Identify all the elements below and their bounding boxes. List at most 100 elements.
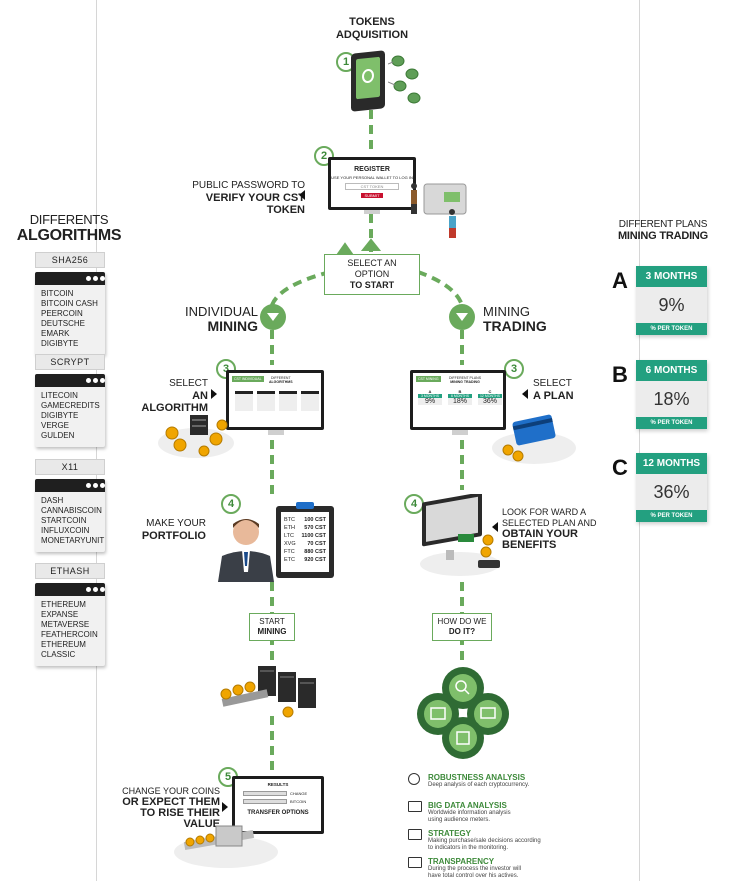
results-option-2-label: BITCOIN — [290, 799, 307, 804]
magnifier-check-icon — [408, 773, 420, 785]
plan-card-a[interactable]: 3 MONTHS 9% % PER TOKEN — [636, 266, 707, 335]
arrow-up-icon-2 — [360, 238, 382, 251]
feature-title: BIG DATA ANALYSIS — [428, 801, 507, 810]
plan-b-letter: B — [612, 362, 628, 387]
mini-plan-a: A 3 MONTHS 9% — [418, 389, 442, 405]
arrow-up-icon — [336, 242, 354, 255]
connector-choice-right — [417, 270, 464, 306]
algo-card: BITCOIN BITCOIN CASH PEERCOIN DEUTSCHE E… — [35, 272, 105, 355]
select-option-line1: SELECT AN OPTION — [347, 258, 397, 279]
plan-a-duration: 3 MONTHS — [636, 266, 707, 287]
feature-robustness: ROBUSTNESS ANALYSIS Deep analysis of eac… — [408, 773, 588, 801]
feature-title: TRANSPARENCY — [428, 857, 495, 866]
left3-label-line2: AN ALGORITHM — [141, 390, 208, 414]
algo-group-title: SHA256 — [35, 252, 105, 268]
algo-item: STARTCOIN — [41, 516, 87, 525]
branch-right-chevron-icon[interactable] — [449, 304, 475, 330]
mini-plan-c-value: 36% — [478, 398, 502, 405]
left5-label-line2: OR EXPECT THEM — [122, 796, 220, 808]
algo-item: MONETARYUNIT — [41, 536, 105, 545]
register-title: REGISTER — [354, 166, 390, 173]
algo-item: METAVERSE — [41, 620, 90, 629]
left3-label-line1: SELECT — [169, 378, 208, 389]
register-text: USE YOUR PERSONAL WALLET TO LOG IN — [331, 175, 413, 180]
plans-heading-line2: MINING TRADING — [617, 230, 709, 242]
arrow-left-icon-2 — [522, 385, 528, 403]
plan-b-duration: 6 MONTHS — [636, 360, 707, 381]
algo-item: ETHEREUM — [41, 600, 86, 609]
plan-card-b[interactable]: 6 MONTHS 18% % PER TOKEN — [636, 360, 707, 429]
mini-plan-b: B 6 MONTHS 18% — [448, 389, 472, 405]
left4-label-line1: MAKE YOUR — [146, 518, 206, 529]
monitor-stand-3 — [452, 430, 468, 435]
left3-label: SELECT AN ALGORITHM — [130, 378, 208, 414]
feature-desc: Deep analysis of each cryptocurrency. — [428, 782, 530, 788]
features-list: ROBUSTNESS ANALYSIS Deep analysis of eac… — [408, 773, 588, 881]
step1-title-line2: ADQUISITION — [335, 29, 409, 41]
how-box: HOW DO WE DO IT? — [432, 613, 492, 641]
select-option-line2: TO START — [349, 280, 395, 290]
credit-card-icon — [490, 404, 580, 471]
select-option-box: SELECT AN OPTION TO START — [324, 254, 420, 295]
right4-label-line2: SELECTED PLAN AND — [502, 518, 597, 528]
plan-c-value: 36% — [653, 482, 690, 502]
algo-item: INFLUXCOIN — [41, 526, 90, 535]
monitor-coins-icon — [414, 492, 504, 583]
algo-item: DIGIBYTE — [41, 411, 79, 420]
algo-item: DASH — [41, 496, 64, 505]
left4-number: 4 — [221, 494, 241, 514]
results-title: RESULTS — [267, 782, 289, 787]
monitor-stand — [364, 210, 380, 214]
transfer-options-caption: TRANSFER OPTIONS — [247, 810, 309, 816]
results-option-1[interactable]: CHANGE — [243, 791, 313, 796]
mini-plan-c-letter: C — [488, 389, 492, 394]
algo-group-sha256: SHA256 BITCOIN BITCOIN CASH PEERCOIN DEU… — [35, 252, 105, 355]
algo-card: DASH CANNABISCOIN STARTCOIN INFLUXCOIN M… — [35, 479, 105, 552]
step2-label-line2: VERIFY YOUR CST TOKEN — [205, 192, 305, 216]
results-option-2[interactable]: BITCOIN — [243, 799, 313, 804]
mini-plan-a-letter: A — [428, 389, 432, 394]
algo-item: VERGE — [41, 421, 70, 430]
register-monitor: REGISTER USE YOUR PERSONAL WALLET TO LOG… — [328, 157, 416, 210]
plans-heading: DIFFERENT PLANS MINING TRADING — [604, 219, 722, 242]
algo-item: GAMECREDITS — [41, 401, 100, 410]
algo-item: BITCOIN — [41, 289, 74, 298]
mini-plan-a-value: 9% — [418, 398, 442, 405]
results-option-1-label: CHANGE — [290, 791, 308, 796]
branch-left-line1: INDIVIDUAL — [185, 304, 258, 319]
algorithms-screen-badge: CST INDIVIDUAL — [232, 376, 264, 382]
branch-left-title: INDIVIDUAL MINING — [178, 304, 258, 334]
feature-desc: During the process the investor will — [428, 866, 522, 872]
plans-screen-badge: CST MINING — [416, 376, 441, 382]
branch-left-chevron-icon[interactable] — [260, 304, 286, 330]
how-line2: DO IT? — [448, 627, 476, 636]
right3-label: SELECT A PLAN — [533, 378, 603, 402]
branch-left-line2: MINING — [207, 318, 258, 334]
step2-label-line1: PUBLIC PASSWORD TO — [192, 180, 305, 191]
register-submit-button[interactable]: SUBMIT — [361, 193, 383, 198]
register-input[interactable]: CST TOKEN — [345, 183, 399, 190]
feature-title: STRATEGY — [428, 829, 471, 838]
right3-label-line1: SELECT — [533, 378, 572, 389]
feature-desc: to indicators in the monitoring. — [428, 845, 509, 851]
phone-icon — [351, 50, 385, 112]
right4-label-line1: LOOK FOR WARD A — [502, 507, 587, 517]
algorithms-screen-title: DIFFERENT ALGORITHMS — [269, 376, 293, 384]
step1-title: TOKENS ADQUISITION — [322, 16, 422, 42]
plan-c-duration: 12 MONTHS — [636, 453, 707, 474]
feature-title: ROBUSTNESS ANALYSIS — [428, 773, 526, 782]
chart-monitor-icon — [408, 801, 422, 812]
step2-label: PUBLIC PASSWORD TO VERIFY YOUR CST TOKEN — [177, 180, 305, 216]
algo-group-title: X11 — [35, 459, 105, 475]
transparency-monitor-icon — [408, 857, 422, 868]
start-mining-box: START MINING — [249, 613, 295, 641]
algo-item: BITCOIN CASH — [41, 299, 98, 308]
algo-item: GULDEN — [41, 431, 75, 440]
mini-plans: A 3 MONTHS 9% B 6 MONTHS 18% C 12 MONTHS… — [418, 389, 502, 405]
start-mining-line1: START — [259, 617, 285, 626]
conveyor-belt-icon — [172, 808, 282, 875]
plan-card-c[interactable]: 12 MONTHS 36% % PER TOKEN — [636, 453, 707, 522]
strategy-board-icon — [408, 829, 422, 840]
